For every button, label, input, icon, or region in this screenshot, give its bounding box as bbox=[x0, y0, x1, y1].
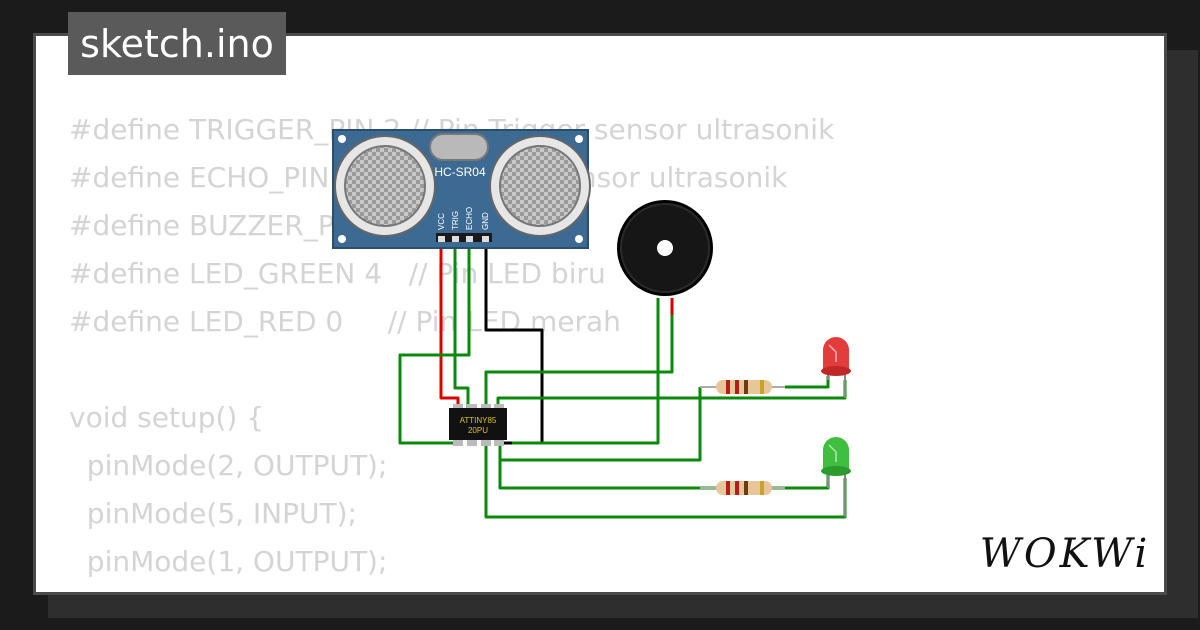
preview-card: #define TRIGGER_PIN 2 // Pin Trigger sen… bbox=[33, 33, 1167, 595]
wires bbox=[398, 240, 847, 519]
trig-wire[interactable] bbox=[453, 240, 470, 408]
resistor-red-led[interactable] bbox=[700, 380, 785, 394]
ultrasonic-sensor[interactable]: HC-SR04 VCC TRIG ECHO GND bbox=[332, 129, 591, 249]
echo-wire[interactable] bbox=[398, 240, 471, 445]
buzzer-wire[interactable] bbox=[512, 298, 660, 445]
green-led-wire-2[interactable] bbox=[484, 443, 847, 519]
sensor-pin-echo: ECHO bbox=[465, 207, 474, 230]
sensor-pin-vcc: VCC bbox=[437, 213, 446, 230]
code-line: pinMode(2, OUTPUT); bbox=[69, 449, 388, 482]
led-red[interactable] bbox=[821, 337, 851, 398]
sensor-pin-gnd: GND bbox=[481, 212, 490, 230]
sensor-pin-trig: TRIG bbox=[451, 211, 460, 230]
red-led-wire-1[interactable] bbox=[496, 380, 847, 408]
attiny85-chip[interactable]: ATTINY85 20PU bbox=[449, 404, 507, 446]
green-led-wire-1[interactable] bbox=[498, 443, 830, 490]
chip-label-2: 20PU bbox=[468, 426, 488, 435]
led-green[interactable] bbox=[821, 437, 851, 517]
code-line: void setup() { bbox=[69, 401, 265, 434]
buzzer[interactable] bbox=[617, 200, 713, 296]
code-line: pinMode(1, OUTPUT); bbox=[69, 545, 388, 578]
sketch-title[interactable]: sketch.ino bbox=[68, 12, 286, 75]
wokwi-logo-text: WOKWi bbox=[980, 531, 1151, 577]
sensor-label: HC-SR04 bbox=[434, 165, 486, 179]
code-background: #define TRIGGER_PIN 2 // Pin Trigger sen… bbox=[69, 106, 834, 592]
vcc-wire[interactable] bbox=[439, 240, 460, 408]
red-led-cathode-wire[interactable] bbox=[785, 376, 830, 389]
buzzer-green-wire[interactable] bbox=[484, 315, 674, 408]
resistor-green-led[interactable] bbox=[700, 481, 785, 495]
wokwi-logo: WOKWi bbox=[980, 531, 1151, 577]
chip-label-1: ATTINY85 bbox=[460, 416, 497, 425]
code-line: pinMode(5, INPUT); bbox=[69, 497, 357, 530]
code-line: #define LED_GREEN 4 // Pin LED biru bbox=[69, 257, 606, 290]
code-line: #define LED_RED 0 // Pin LED merah bbox=[69, 305, 621, 338]
